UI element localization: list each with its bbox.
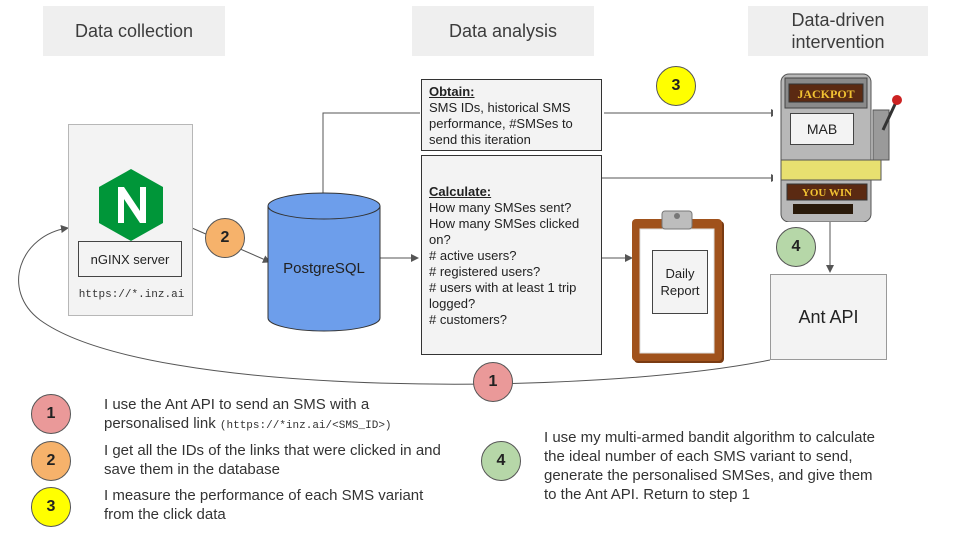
calculate-line: # active users? xyxy=(429,248,517,263)
legend-step-2-badge: 2 xyxy=(31,441,71,481)
obtain-line: SMS IDs, historical SMS xyxy=(429,100,571,115)
daily-report-line1: Daily xyxy=(665,266,695,281)
obtain-box: Obtain: SMS IDs, historical SMS performa… xyxy=(421,79,602,151)
step-2-badge: 2 xyxy=(205,218,245,258)
legend-step-3-line1: I measure the performance of each SMS va… xyxy=(104,487,424,504)
slot-machine-icon: JACKPOT YOU WIN xyxy=(773,70,907,222)
step-1-badge: 1 xyxy=(473,362,513,402)
nginx-server-label: nGINX server xyxy=(78,241,182,277)
obtain-line: performance, #SMSes to xyxy=(429,116,573,131)
header-data-collection: Data collection xyxy=(43,6,225,56)
nginx-url: https://*.inz.ai xyxy=(78,289,185,301)
header-intervention-line1: Data-driven xyxy=(791,10,885,30)
postgresql-database-icon xyxy=(267,192,381,332)
you-win-sign: YOU WIN xyxy=(802,187,852,199)
legend-step-3-text: I measure the performance of each SMS va… xyxy=(104,486,484,524)
legend-step-1-line1: I use the Ant API to send an SMS with a xyxy=(104,396,370,413)
jackpot-sign: JACKPOT xyxy=(797,87,854,101)
nginx-logo-icon xyxy=(99,169,163,241)
legend-step-4-line4: to the Ant API. Return to step 1 xyxy=(544,486,750,503)
legend-step-2-line1: I get all the IDs of the links that were… xyxy=(104,442,441,459)
obtain-line: send this iteration xyxy=(429,132,531,147)
legend-step-4-line3: generate the personalised SMSes, and giv… xyxy=(544,467,873,484)
calculate-line: How many SMSes clicked xyxy=(429,216,580,231)
line-db-to-obtain xyxy=(322,112,420,200)
calculate-line: on? xyxy=(429,232,451,247)
daily-report-line2: Report xyxy=(660,283,700,298)
header-data-driven-intervention: Data-driven intervention xyxy=(748,6,928,56)
ant-api-box: Ant API xyxy=(770,274,887,360)
nginx-server-panel: nGINX server https://*.inz.ai xyxy=(68,124,193,316)
step-3-badge: 3 xyxy=(656,66,696,106)
loop-arrow-step1 xyxy=(18,225,771,385)
legend-step-4-line1: I use my multi-armed bandit algorithm to… xyxy=(544,429,875,446)
calculate-line: # registered users? xyxy=(429,264,541,279)
legend-step-4-badge: 4 xyxy=(481,441,521,481)
legend-step-1-code: (https://*inz.ai/<SMS_ID>) xyxy=(219,420,392,432)
legend-step-4-line2: the ideal number of each SMS variant to … xyxy=(544,448,853,465)
obtain-title: Obtain: xyxy=(429,84,475,99)
calculate-line: How many SMSes sent? xyxy=(429,200,572,215)
legend-step-2-line2: save them in the database xyxy=(104,461,280,478)
calculate-line: # users with at least 1 trip xyxy=(429,280,577,295)
legend-step-1-badge: 1 xyxy=(31,394,71,434)
calculate-box: Calculate: How many SMSes sent? How many… xyxy=(421,155,602,355)
mab-label: MAB xyxy=(790,113,854,145)
legend-step-4-text: I use my multi-armed bandit algorithm to… xyxy=(544,428,944,504)
legend-step-1-line2: personalised link xyxy=(104,415,216,432)
legend-step-1-text: I use the Ant API to send an SMS with a … xyxy=(104,395,484,436)
postgresql-label: PostgreSQL xyxy=(283,260,365,277)
calculate-line: logged? xyxy=(429,296,476,311)
legend-step-3-badge: 3 xyxy=(31,487,71,527)
header-data-analysis: Data analysis xyxy=(412,6,594,56)
calculate-line: # customers? xyxy=(429,312,508,327)
header-intervention-line2: intervention xyxy=(791,32,885,52)
step-4-badge: 4 xyxy=(776,227,816,267)
legend-step-2-text: I get all the IDs of the links that were… xyxy=(104,441,484,479)
daily-report-label: Daily Report xyxy=(652,250,708,314)
legend-step-3-line2: from the click data xyxy=(104,506,226,523)
calculate-title: Calculate: xyxy=(429,184,492,199)
